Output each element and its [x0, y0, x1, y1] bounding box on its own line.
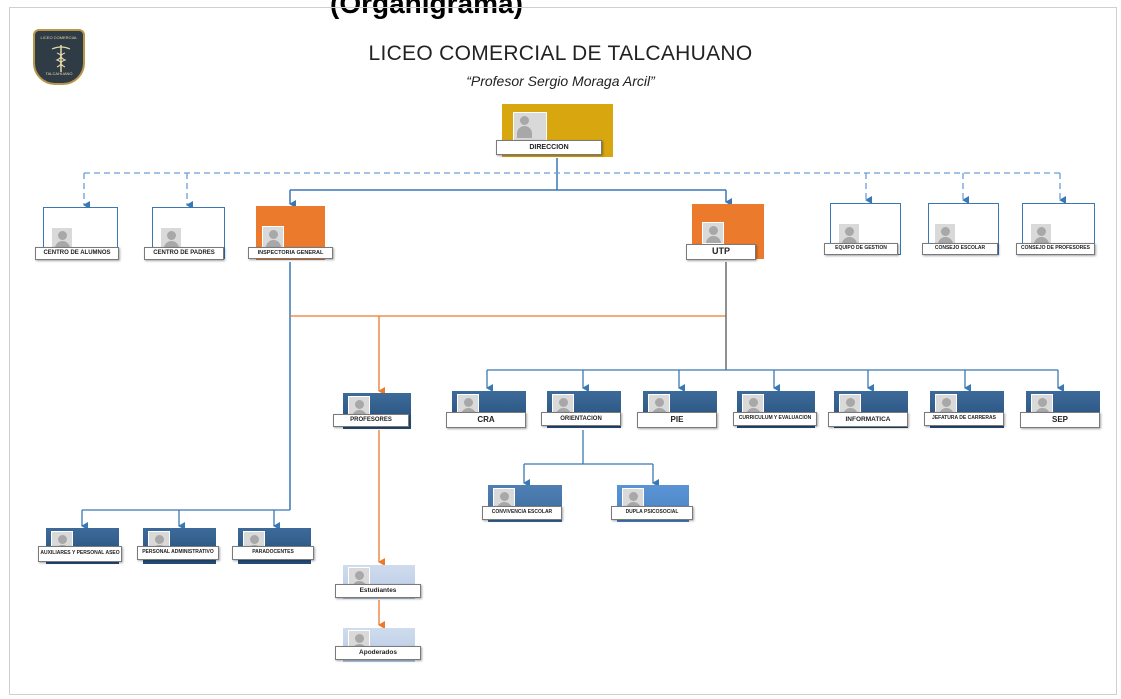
node-utp: UTP	[686, 204, 764, 260]
node-label: CONSEJO ESCOLAR	[922, 243, 998, 255]
node-label: INSPECTORIA GENERAL	[248, 247, 333, 259]
node-label: CURRICULUM Y EVALUACION	[733, 412, 817, 426]
avatar-placeholder-icon	[493, 488, 515, 510]
node-apoderados: Apoderados	[335, 628, 421, 662]
node-paradocentes: PARADOCENTES	[232, 528, 314, 564]
avatar-placeholder-icon	[702, 222, 724, 244]
node-label: PARADOCENTES	[232, 546, 314, 560]
node-personal-administrativo: PERSONAL ADMINISTRATIVO	[137, 528, 219, 564]
avatar-placeholder-icon	[552, 394, 574, 416]
avatar-placeholder-icon	[838, 223, 860, 245]
node-label: CRA	[446, 412, 526, 428]
node-label: DIRECCION	[496, 140, 602, 155]
node-label: CENTRO DE PADRES	[144, 247, 224, 260]
node-curriculum-evaluacion: CURRICULUM Y EVALUACION	[733, 391, 817, 428]
node-label: UTP	[686, 244, 756, 260]
node-label: CONSEJO DE PROFESORES	[1016, 243, 1095, 255]
avatar-placeholder-icon	[262, 226, 284, 248]
node-label: CENTRO DE ALUMNOS	[35, 247, 119, 260]
node-auxiliares-personal-aseo: AUXILIARES Y PERSONAL ASEO	[38, 528, 122, 564]
node-dupla-psicosocial: DUPLA PSICOSOCIAL	[611, 485, 693, 522]
node-cra: CRA	[446, 391, 526, 428]
node-label: PIE	[637, 412, 717, 428]
school-subtitle: “Profesor Sergio Moraga Arcil”	[466, 73, 655, 89]
page-heading-cut: (Organigrama)	[330, 0, 523, 19]
node-estudiantes: Estudiantes	[335, 565, 421, 599]
node-consejo-escolar: CONSEJO ESCOLAR	[922, 203, 999, 255]
node-label: SEP	[1020, 412, 1100, 428]
avatar-placeholder-icon	[934, 223, 956, 245]
avatar-placeholder-icon	[160, 227, 182, 249]
node-jefatura-carreras: JEFATURA DE CARRERAS	[924, 391, 1004, 428]
node-pie: PIE	[637, 391, 717, 428]
node-centro-alumnos: CENTRO DE ALUMNOS	[35, 207, 119, 260]
node-label: Apoderados	[335, 646, 421, 660]
node-informatica: INFORMATICA	[828, 391, 908, 428]
caduceus-icon	[51, 45, 71, 72]
node-label: CONVIVENCIA ESCOLAR	[482, 506, 562, 520]
logo-bottom-text: TALCAHUANO	[45, 71, 73, 76]
org-chart-frame	[9, 7, 1117, 695]
node-label: DUPLA PSICOSOCIAL	[611, 506, 693, 520]
avatar-placeholder-icon	[348, 396, 370, 418]
node-label: EQUIPO DE GESTION	[824, 243, 898, 255]
node-consejo-profesores: CONSEJO DE PROFESORES	[1016, 203, 1095, 255]
node-orientacion: ORIENTACION	[541, 391, 621, 428]
avatar-placeholder-icon	[457, 394, 479, 416]
node-label: ORIENTACION	[541, 412, 621, 426]
school-name: LICEO COMERCIAL DE TALCAHUANO	[368, 42, 753, 65]
node-profesores: PROFESORES	[333, 393, 411, 429]
node-direccion: DIRECCION	[496, 104, 613, 157]
node-centro-padres: CENTRO DE PADRES	[144, 207, 225, 260]
node-label: Estudiantes	[335, 584, 421, 598]
avatar-placeholder-icon	[51, 227, 73, 249]
node-label: AUXILIARES Y PERSONAL ASEO	[38, 546, 122, 562]
node-label: INFORMATICA	[828, 412, 908, 427]
node-label: PROFESORES	[333, 414, 409, 427]
node-equipo-gestion: EQUIPO DE GESTION	[824, 203, 901, 255]
logo-top-text: LICEO COMERCIAL	[40, 35, 78, 40]
node-label: JEFATURA DE CARRERAS	[924, 412, 1004, 426]
node-sep: SEP	[1020, 391, 1100, 428]
avatar-placeholder-icon	[839, 394, 861, 416]
school-logo: LICEO COMERCIAL TALCAHUANO	[33, 29, 85, 85]
node-label: PERSONAL ADMINISTRATIVO	[137, 546, 219, 560]
avatar-placeholder-icon	[1030, 223, 1052, 245]
node-convivencia-escolar: CONVIVENCIA ESCOLAR	[482, 485, 562, 522]
node-inspectoria-general: INSPECTORIA GENERAL	[248, 206, 333, 260]
